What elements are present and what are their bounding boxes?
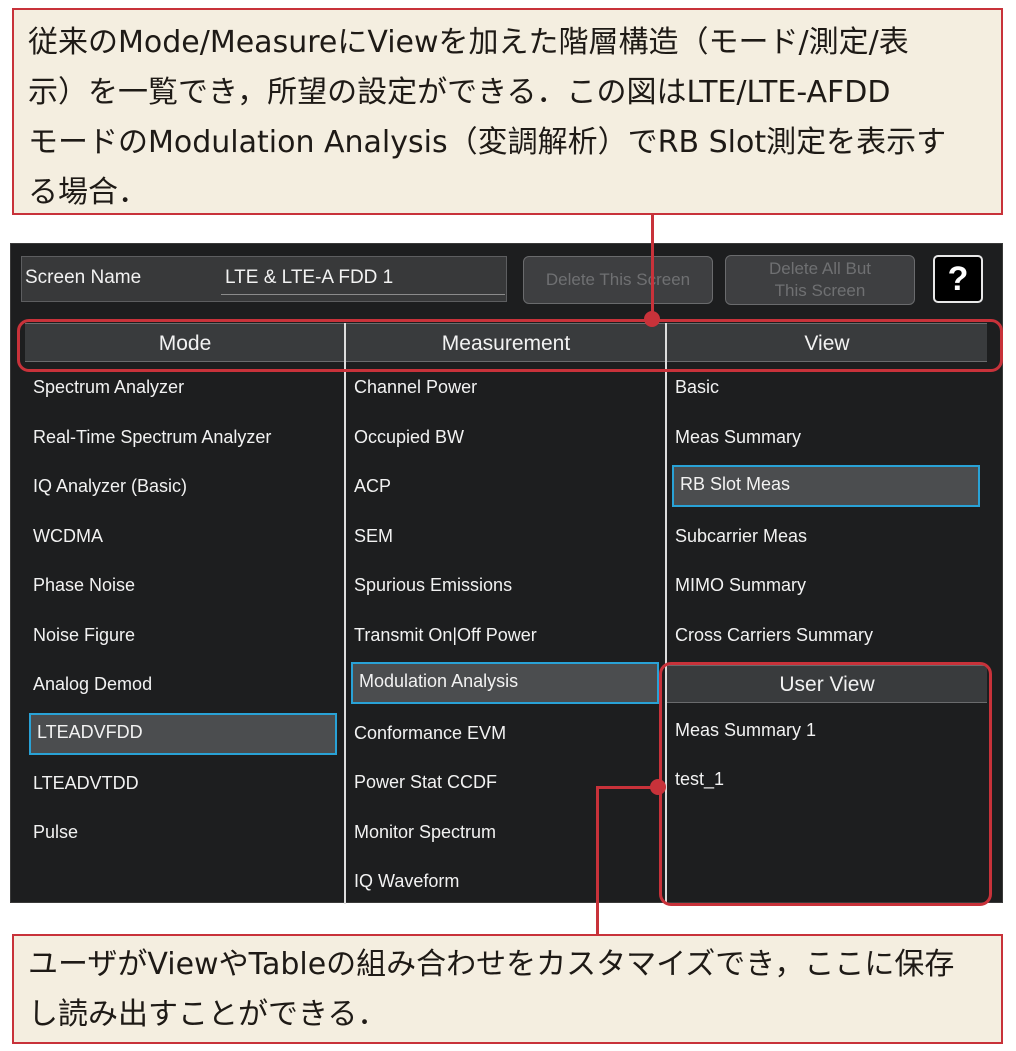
- callout-connector-bottom: [596, 786, 599, 934]
- screen-name-label: Screen Name: [25, 267, 142, 288]
- delete-all-label-line2: This Screen: [774, 281, 866, 300]
- column-divider: [344, 323, 346, 904]
- delete-all-label-line1: Delete All But: [768, 259, 872, 278]
- mode-item[interactable]: Phase Noise: [33, 575, 136, 595]
- view-item-selected[interactable]: RB Slot Meas: [672, 465, 980, 507]
- mode-item[interactable]: Analog Demod: [33, 674, 153, 694]
- view-item[interactable]: Meas Summary: [675, 427, 802, 447]
- callout-top-line: 従来のMode/MeasureにViewを加えた階層構造（モード/測定/表: [28, 25, 909, 60]
- screen-name-field[interactable]: Screen Name LTE & LTE-A FDD 1: [21, 256, 507, 302]
- column-header-measurement: Measurement: [346, 323, 666, 362]
- mode-item[interactable]: IQ Analyzer (Basic): [33, 476, 188, 496]
- view-item[interactable]: MIMO Summary: [675, 575, 807, 595]
- callout-connector-top: [651, 215, 654, 319]
- callout-top-line: 示）を一覧でき，所望の設定ができる．この図はLTE/LTE-AFDD: [28, 75, 891, 110]
- delete-all-but-this-screen-button[interactable]: Delete All But This Screen: [725, 255, 915, 305]
- view-item[interactable]: Cross Carriers Summary: [675, 625, 874, 645]
- delete-this-screen-button[interactable]: Delete This Screen: [523, 256, 713, 304]
- view-item[interactable]: Basic: [675, 377, 720, 397]
- column-divider: [665, 323, 667, 904]
- callout-top-line: る場合．: [28, 175, 148, 210]
- header-highlight-box: [17, 319, 1003, 372]
- input-underline: [221, 294, 505, 295]
- mode-item[interactable]: Noise Figure: [33, 625, 136, 645]
- callout-bottom-annotation: ユーザがViewやTableの組み合わせをカスタマイズでき，ここに保存 し読み出…: [12, 934, 1003, 1044]
- measurement-item[interactable]: Power Stat CCDF: [354, 772, 498, 792]
- mode-item[interactable]: LTEADVTDD: [33, 773, 139, 793]
- user-view-highlight-box: [659, 662, 992, 906]
- screen-name-input[interactable]: LTE & LTE-A FDD 1: [225, 267, 394, 288]
- measurement-item[interactable]: ACP: [354, 476, 392, 496]
- screen-manager-panel: Screen Name LTE & LTE-A FDD 1 Delete Thi…: [10, 243, 1003, 904]
- measurement-item[interactable]: Channel Power: [354, 377, 478, 397]
- help-button[interactable]: ?: [933, 255, 983, 303]
- measurement-item[interactable]: SEM: [354, 526, 394, 546]
- user-view-item[interactable]: Meas Summary 1: [675, 720, 817, 740]
- measurement-item[interactable]: IQ Waveform: [354, 871, 460, 891]
- measurement-item[interactable]: Monitor Spectrum: [354, 822, 497, 842]
- user-view-header: User View: [667, 665, 987, 703]
- measurement-item-selected[interactable]: Modulation Analysis: [351, 662, 659, 704]
- callout-bottom-line: ユーザがViewやTableの組み合わせをカスタマイズでき，ここに保存: [28, 947, 955, 982]
- measurement-item[interactable]: Spurious Emissions: [354, 575, 513, 595]
- callout-top-annotation: 従来のMode/MeasureにViewを加えた階層構造（モード/測定/表 示）…: [12, 8, 1003, 215]
- callout-connector-horizontal: [598, 786, 658, 789]
- mode-item[interactable]: WCDMA: [33, 526, 103, 546]
- callout-bottom-line: し読み出すことができる．: [28, 997, 388, 1032]
- mode-item[interactable]: Pulse: [33, 822, 79, 842]
- user-view-item[interactable]: test_1: [675, 769, 725, 789]
- mode-item-selected[interactable]: LTEADVFDD: [29, 713, 337, 755]
- connector-dot-bottom: [650, 779, 666, 795]
- measurement-item[interactable]: Occupied BW: [354, 427, 465, 447]
- callout-top-line: モードのModulation Analysis（変調解析）でRB Slot測定を…: [28, 125, 947, 160]
- measurement-item[interactable]: Conformance EVM: [354, 723, 507, 743]
- measurement-item[interactable]: Transmit On|Off Power: [354, 625, 537, 645]
- column-header-view: View: [667, 323, 987, 362]
- column-header-mode: Mode: [25, 323, 345, 362]
- view-item[interactable]: Subcarrier Meas: [675, 526, 808, 546]
- mode-item[interactable]: Spectrum Analyzer: [33, 377, 185, 397]
- mode-item[interactable]: Real-Time Spectrum Analyzer: [33, 427, 272, 447]
- connector-dot-top: [644, 311, 660, 327]
